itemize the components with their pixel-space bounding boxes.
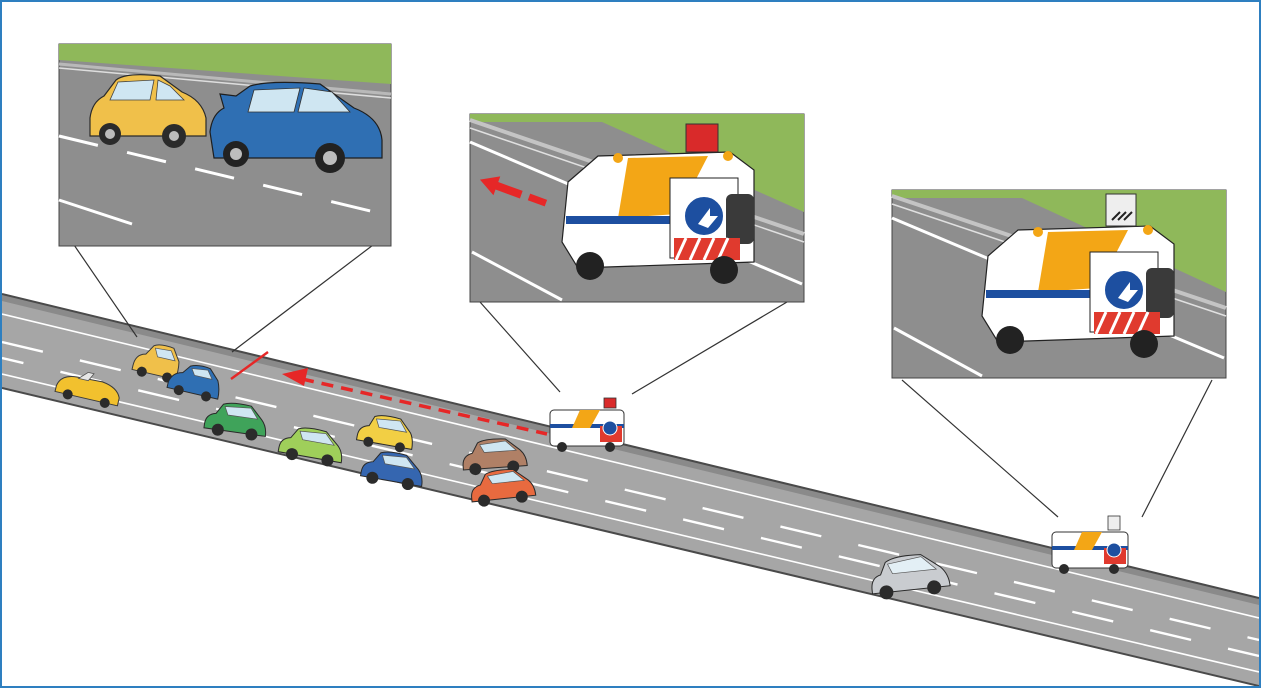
inset-advance-warning-van bbox=[470, 114, 804, 302]
vehicle-service-van-near bbox=[550, 398, 624, 452]
vehicle-service-van-far bbox=[1052, 516, 1128, 574]
inset-upstream-warning-van bbox=[892, 190, 1226, 378]
inset-incident bbox=[59, 44, 391, 246]
